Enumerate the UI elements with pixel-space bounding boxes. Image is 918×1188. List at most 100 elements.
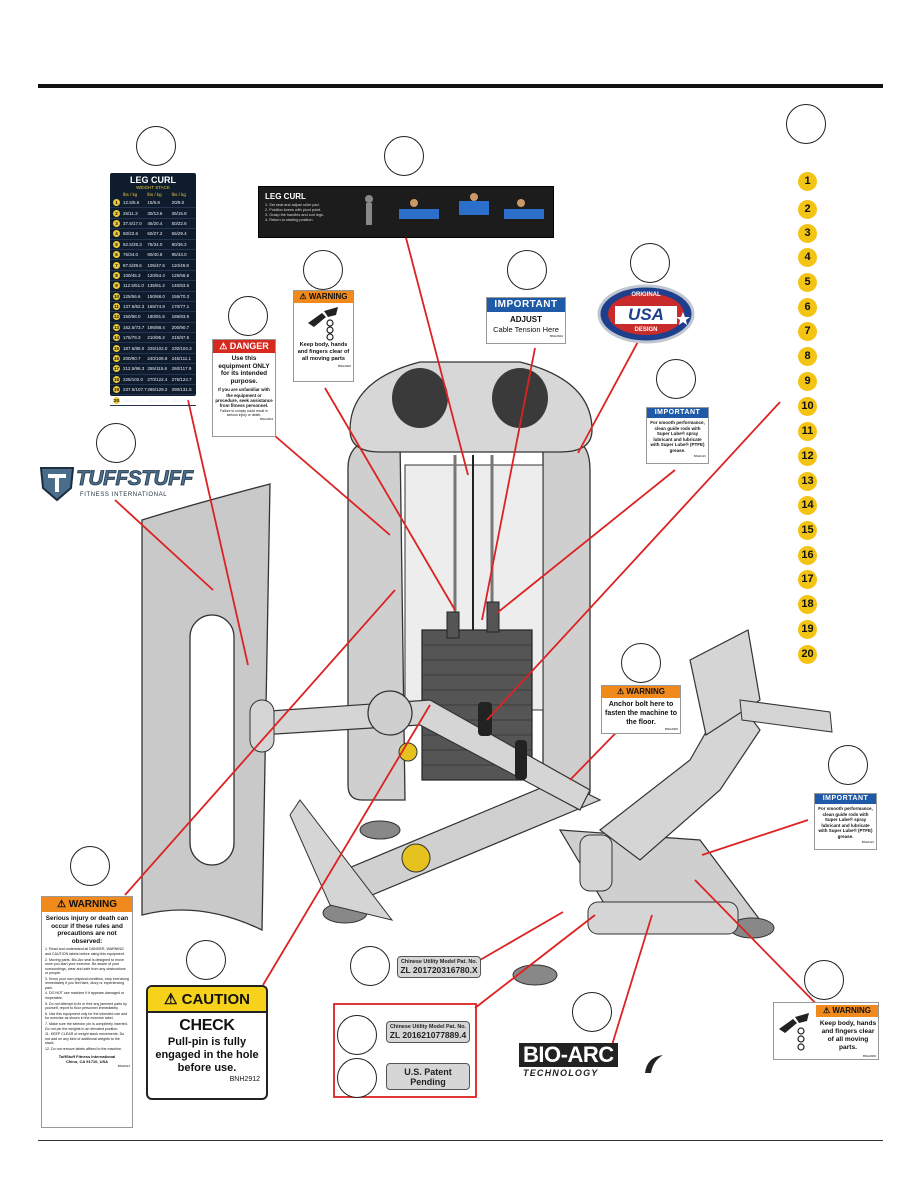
warning-pinch-text: Keep body, hands and fingers clear of al… <box>297 342 350 362</box>
chart-col-3: lbs / kg <box>171 192 186 197</box>
legend-number-1: 1 <box>798 172 817 191</box>
warning-rule-item: 5. Do not attempt to fix or free any jam… <box>45 1001 127 1011</box>
weight-row-cell: 180/81.6 <box>147 314 165 320</box>
weight-row-number: 1 <box>113 199 120 207</box>
weight-row-cell: 45/20.4 <box>147 220 163 226</box>
patent-label-1: Chinese Utility Model Pat. No. ZL 201720… <box>397 956 481 978</box>
instruction-step: 3. Grasp the handles and curl legs. <box>265 213 324 217</box>
important-adjust-code: BNH2924 <box>549 334 563 338</box>
patent-label-2: Chinese Utility Model Pat. No. ZL 201621… <box>386 1021 470 1043</box>
warning-rules-foot-1: TuffStuff Fitness International <box>58 1054 116 1060</box>
danger-lead: Use this equipment ONLY for its intended… <box>218 355 270 385</box>
legend-number-7: 7 <box>798 322 817 341</box>
weight-row-number: 2 <box>113 209 120 217</box>
legend-number-17: 17 <box>798 570 817 589</box>
legend-number-12: 12 <box>798 447 817 466</box>
weight-row-cell: 200/90.7 <box>123 356 141 362</box>
footer-rule <box>38 1140 883 1141</box>
caution-triangle-icon: ⚠ <box>164 991 178 1008</box>
legend-number-11: 11 <box>798 422 817 441</box>
weight-row-number: 4 <box>113 230 120 238</box>
weight-row-cell: 170/77.1 <box>171 304 190 310</box>
callout-circle-bioarc <box>572 992 612 1032</box>
legend-number-2: 2 <box>798 200 817 219</box>
warning-rules-header-text: WARNING <box>68 899 118 910</box>
leader-lines <box>114 233 831 1046</box>
weight-row-number: 6 <box>113 251 120 259</box>
weight-row-cell: 15/6.8 <box>147 200 160 206</box>
weight-row-number: 15 <box>113 344 120 352</box>
warning-rules-header: ⚠ WARNING <box>42 897 132 912</box>
weight-row-cell: 105/47.6 <box>147 262 165 268</box>
weight-row-cell: 155/70.3 <box>171 293 190 299</box>
instruction-decal-title: LEG CURL <box>265 192 306 201</box>
warning-rule-item: 6. Use this equipment only for the inten… <box>45 1011 128 1021</box>
weight-row-cell: 62.5/28.3 <box>123 241 142 247</box>
usa-badge-shape <box>597 284 695 344</box>
stack-top-left <box>446 611 460 639</box>
warning-hands-header: ⚠ WARNING <box>816 1005 878 1017</box>
warning-rule-item: 4. DO NOT use machine if it appears dama… <box>45 991 125 1000</box>
important-lube-2-code: BNH2121 <box>861 839 874 844</box>
weight-row-cell: 110/49.8 <box>171 262 189 268</box>
patent-1-number: ZL 201720316780.X <box>400 965 478 975</box>
weight-row-cell: 75/34.0 <box>147 241 163 247</box>
callout-circle-important-lube-2 <box>828 745 868 785</box>
weight-row-cell: 270/122.4 <box>147 376 168 382</box>
patent-2-label: Chinese Utility Model Pat. No. <box>389 1024 467 1030</box>
weight-row-cell: 20/9.0 <box>171 200 185 206</box>
front-arm <box>599 688 761 861</box>
caution-text: Pull-pin is fully engaged in the hole be… <box>155 1036 259 1074</box>
weight-row-cell: 255/115.6 <box>147 366 168 372</box>
cap-hole-right <box>492 368 548 428</box>
warning-triangle-icon: ⚠ <box>56 899 66 910</box>
weight-row-cell: 140/63.5 <box>171 283 190 289</box>
warning-anchor-header-text: WARNING <box>626 687 666 696</box>
cap-hole-left <box>392 368 448 428</box>
weight-row-cell: 250/113.3 <box>123 397 143 403</box>
weight-row-cell: 300/136.0 <box>147 397 168 403</box>
weight-row-cell: 95/43.0 <box>171 252 187 258</box>
weight-row-number: 11 <box>113 303 120 311</box>
weight-row-cell: 37.5/17.0 <box>123 220 142 226</box>
hand-pinch-icon <box>779 1013 809 1051</box>
weight-row-cell: 135/61.2 <box>147 283 165 289</box>
weight-row-cell: 137.5/62.3 <box>123 304 145 310</box>
warning-pinch-code: BNH2906 <box>337 364 351 368</box>
weight-row-cell: 30/13.6 <box>147 210 163 216</box>
warning-triangle-icon: ⚠ <box>299 292 307 301</box>
warning-rule-item: 2. Moving parts. Bio-Arc seal is designe… <box>45 957 126 976</box>
warning-anchor-header: ⚠ WARNING <box>602 686 680 698</box>
patent-pending-line-1: U.S. Patent <box>404 1067 452 1077</box>
danger-label: ⚠ DANGER Use this equipment ONLY for its… <box>212 339 276 437</box>
callout-circle-warning-anchor <box>621 643 661 683</box>
weight-row-cell: 162.5/73.7 <box>123 324 145 330</box>
callout-circle-warning-big <box>70 846 110 886</box>
important-lube-1-header: IMPORTANT <box>647 408 708 418</box>
bioarc-swoosh-icon <box>645 1055 663 1073</box>
important-adjust-title: ADJUST <box>509 315 542 324</box>
chart-decal-header: lbs / kg lbs / kg lbs / kg <box>110 190 196 198</box>
weight-row-cell: 240/108.8 <box>147 356 168 362</box>
warning-rules-code: BNH2914 <box>117 1064 130 1069</box>
weight-row-number: 17 <box>113 365 120 373</box>
caution-header: ⚠ CAUTION <box>148 987 266 1013</box>
weight-row-cell: 305/138.3 <box>171 397 192 403</box>
danger-header-text: DANGER <box>229 341 269 351</box>
weight-row-number: 16 <box>113 355 120 363</box>
callout-circle-warning-hands <box>804 960 844 1000</box>
danger-triangle-icon: ⚠ <box>219 341 228 351</box>
bioarc-logo: BIO-ARC TECHNOLOGY <box>519 1043 669 1083</box>
weight-row-cell: 80/36.2 <box>171 241 187 247</box>
instruction-decal: LEG CURL 1. Set seat and adjust roller p… <box>258 186 554 238</box>
weight-row-number: 12 <box>113 313 120 321</box>
